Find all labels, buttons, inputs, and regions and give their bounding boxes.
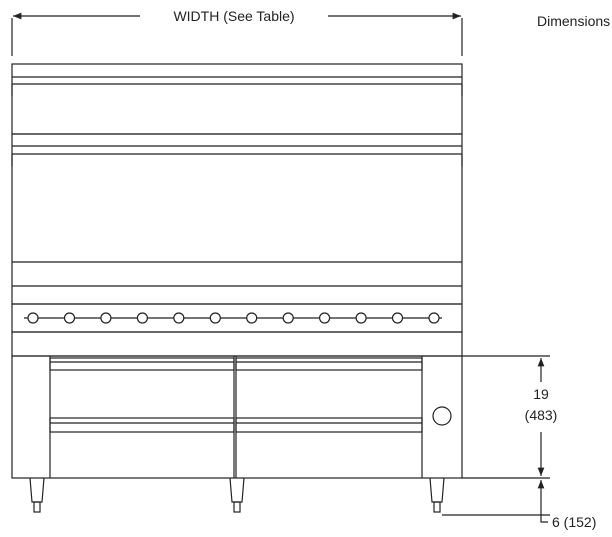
drawer-lower-left [49, 417, 235, 433]
leg-left [29, 477, 45, 513]
control-knob-icon [27, 312, 39, 324]
control-knobs [27, 312, 440, 324]
control-knob-icon [100, 312, 112, 324]
upper-shelf [11, 63, 463, 135]
control-knob-icon [136, 312, 148, 324]
body-height-label: 19 [533, 386, 549, 402]
control-knob-icon [319, 312, 331, 324]
body-height-mm-label: (483) [525, 407, 558, 423]
control-panel [11, 303, 463, 333]
width-dimension [11, 12, 463, 56]
control-knob-icon [391, 312, 404, 324]
control-knob-icon [428, 312, 440, 324]
control-knob-icon [282, 312, 294, 324]
broiler-hood [11, 133, 463, 305]
control-knob-icon [246, 312, 258, 324]
control-knob-icon [173, 312, 185, 324]
drawer-lower-right [235, 417, 423, 433]
control-knob-icon [209, 312, 221, 324]
drawer-upper-left [49, 357, 235, 371]
drawer-upper-right [235, 357, 423, 371]
leg-center [229, 477, 245, 513]
leg-right [429, 477, 445, 513]
control-knob-icon [355, 312, 367, 324]
leg-height-label: 6 (152) [552, 514, 596, 530]
dimensions-header-label: Dimensions [537, 13, 610, 29]
thermostat-dial-icon [432, 406, 452, 426]
width-label: WIDTH (See Table) [173, 8, 294, 24]
control-knob-icon [63, 312, 76, 324]
height-dimension [442, 355, 550, 523]
lower-base [11, 331, 463, 479]
